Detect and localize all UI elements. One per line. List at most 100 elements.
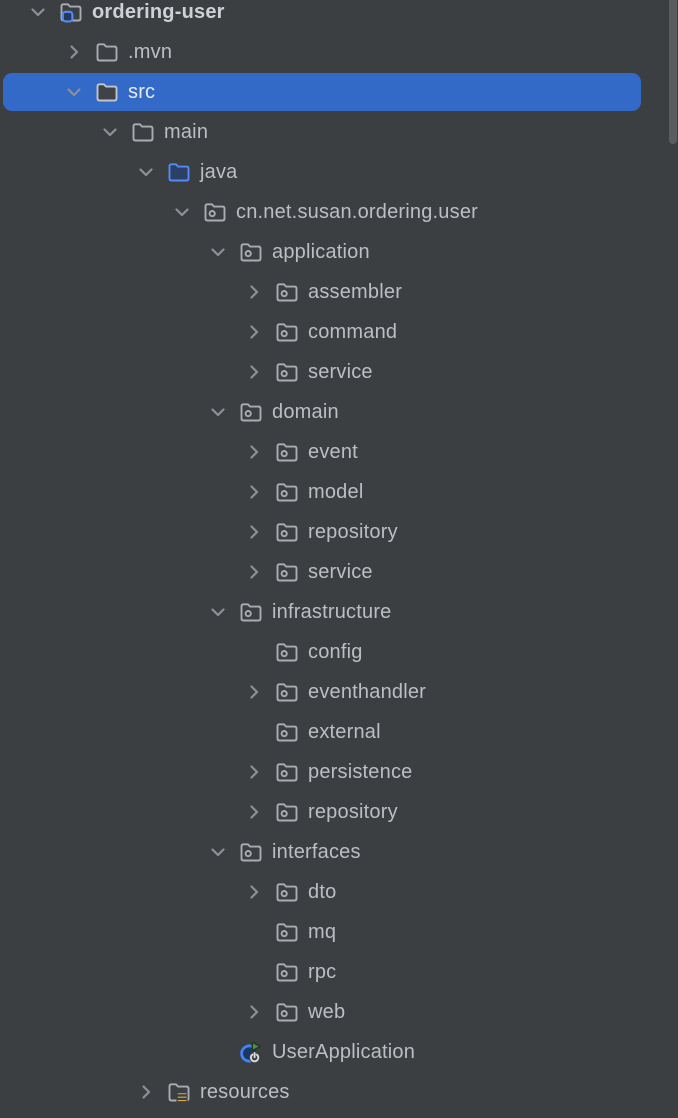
tree-row-web[interactable]: web bbox=[0, 992, 678, 1032]
chevron-down-icon[interactable] bbox=[134, 160, 158, 184]
package-icon bbox=[274, 359, 300, 385]
tree-row-model[interactable]: model bbox=[0, 472, 678, 512]
tree-row-rpc[interactable]: rpc bbox=[0, 952, 678, 992]
folder-icon bbox=[94, 39, 120, 65]
chevron-down-icon[interactable] bbox=[206, 400, 230, 424]
tree-row-label: interfaces bbox=[272, 840, 361, 863]
tree-row-label: main bbox=[164, 120, 209, 143]
tree-row-assembler[interactable]: assembler bbox=[0, 272, 678, 312]
tree-row-label: domain bbox=[272, 400, 339, 423]
chevron-right-icon[interactable] bbox=[242, 880, 266, 904]
tree-row-config[interactable]: config bbox=[0, 632, 678, 672]
tree-row-repository[interactable]: repository bbox=[0, 512, 678, 552]
source-folder-icon bbox=[166, 159, 192, 185]
package-icon bbox=[238, 599, 264, 625]
run-application-icon bbox=[238, 1039, 264, 1065]
package-icon bbox=[274, 919, 300, 945]
tree-row-service[interactable]: service bbox=[0, 552, 678, 592]
chevron-right-icon[interactable] bbox=[242, 480, 266, 504]
tree-row-label: model bbox=[308, 480, 364, 503]
tree-row-label: eventhandler bbox=[308, 680, 427, 703]
tree-row-main[interactable]: main bbox=[0, 112, 678, 152]
chevron-spacer bbox=[242, 920, 266, 944]
chevron-right-icon[interactable] bbox=[242, 520, 266, 544]
package-icon bbox=[274, 719, 300, 745]
tree-row-label: repository bbox=[308, 520, 398, 543]
chevron-right-icon[interactable] bbox=[242, 320, 266, 344]
folder-icon bbox=[130, 119, 156, 145]
tree-row-label: cn.net.susan.ordering.user bbox=[236, 200, 479, 223]
package-icon bbox=[274, 519, 300, 545]
tree-row-label: java bbox=[200, 160, 238, 183]
tree-row-src[interactable]: src bbox=[0, 72, 678, 112]
tree-row-application[interactable]: application bbox=[0, 232, 678, 272]
tree-row-label: assembler bbox=[308, 280, 403, 303]
folder-selected-icon bbox=[94, 79, 120, 105]
chevron-down-icon[interactable] bbox=[206, 840, 230, 864]
scrollbar-thumb[interactable] bbox=[669, 0, 677, 144]
package-icon bbox=[238, 839, 264, 865]
package-icon bbox=[274, 999, 300, 1025]
tree-row-label: resources bbox=[200, 1080, 290, 1103]
package-icon bbox=[274, 639, 300, 665]
chevron-down-icon[interactable] bbox=[62, 80, 86, 104]
chevron-right-icon[interactable] bbox=[242, 680, 266, 704]
chevron-spacer bbox=[242, 640, 266, 664]
chevron-down-icon[interactable] bbox=[98, 120, 122, 144]
tree-row-dto[interactable]: dto bbox=[0, 872, 678, 912]
tree-row-label: event bbox=[308, 440, 358, 463]
package-icon bbox=[274, 679, 300, 705]
tree-row-eventhandler[interactable]: eventhandler bbox=[0, 672, 678, 712]
chevron-spacer bbox=[242, 720, 266, 744]
package-icon bbox=[274, 879, 300, 905]
tree-row-resources[interactable]: resources bbox=[0, 1072, 678, 1112]
chevron-down-icon[interactable] bbox=[206, 240, 230, 264]
chevron-right-icon[interactable] bbox=[242, 560, 266, 584]
package-icon bbox=[274, 799, 300, 825]
tree-row-label: command bbox=[308, 320, 398, 343]
chevron-right-icon[interactable] bbox=[242, 360, 266, 384]
tree-row-label: mq bbox=[308, 920, 337, 943]
chevron-right-icon[interactable] bbox=[242, 440, 266, 464]
tree-row-persistence[interactable]: persistence bbox=[0, 752, 678, 792]
chevron-right-icon[interactable] bbox=[242, 760, 266, 784]
chevron-right-icon[interactable] bbox=[242, 280, 266, 304]
chevron-down-icon[interactable] bbox=[170, 200, 194, 224]
tree-row-label: persistence bbox=[308, 760, 413, 783]
tree-row-cn-net-susan-ordering-user[interactable]: cn.net.susan.ordering.user bbox=[0, 192, 678, 232]
tree-row-service[interactable]: service bbox=[0, 352, 678, 392]
tree-row--mvn[interactable]: .mvn bbox=[0, 32, 678, 72]
tree-row-label: ordering-user bbox=[92, 0, 225, 23]
chevron-right-icon[interactable] bbox=[242, 800, 266, 824]
tree-row-userapplication[interactable]: UserApplication bbox=[0, 1032, 678, 1072]
tree-row-interfaces[interactable]: interfaces bbox=[0, 832, 678, 872]
chevron-right-icon[interactable] bbox=[242, 1000, 266, 1024]
project-icon bbox=[58, 0, 84, 25]
tree-row-label: src bbox=[128, 80, 156, 103]
chevron-down-icon[interactable] bbox=[26, 0, 50, 24]
tree-row-infrastructure[interactable]: infrastructure bbox=[0, 592, 678, 632]
tree-row-label: repository bbox=[308, 800, 398, 823]
package-icon bbox=[274, 559, 300, 585]
resources-folder-icon bbox=[166, 1079, 192, 1105]
package-icon bbox=[274, 959, 300, 985]
tree-row-command[interactable]: command bbox=[0, 312, 678, 352]
chevron-right-icon[interactable] bbox=[134, 1080, 158, 1104]
chevron-down-icon[interactable] bbox=[206, 600, 230, 624]
package-icon bbox=[238, 399, 264, 425]
tree-row-label: web bbox=[308, 1000, 346, 1023]
chevron-right-icon[interactable] bbox=[62, 40, 86, 64]
tree-row-event[interactable]: event bbox=[0, 432, 678, 472]
tree-row-mq[interactable]: mq bbox=[0, 912, 678, 952]
tree-row-label: UserApplication bbox=[272, 1040, 416, 1063]
package-icon bbox=[274, 319, 300, 345]
tree-row-java[interactable]: java bbox=[0, 152, 678, 192]
tree-row-repository[interactable]: repository bbox=[0, 792, 678, 832]
package-icon bbox=[274, 279, 300, 305]
tree-row-external[interactable]: external bbox=[0, 712, 678, 752]
tree-row-domain[interactable]: domain bbox=[0, 392, 678, 432]
tree-row-label: dto bbox=[308, 880, 337, 903]
tree-row-ordering-user[interactable]: ordering-user bbox=[0, 0, 678, 32]
